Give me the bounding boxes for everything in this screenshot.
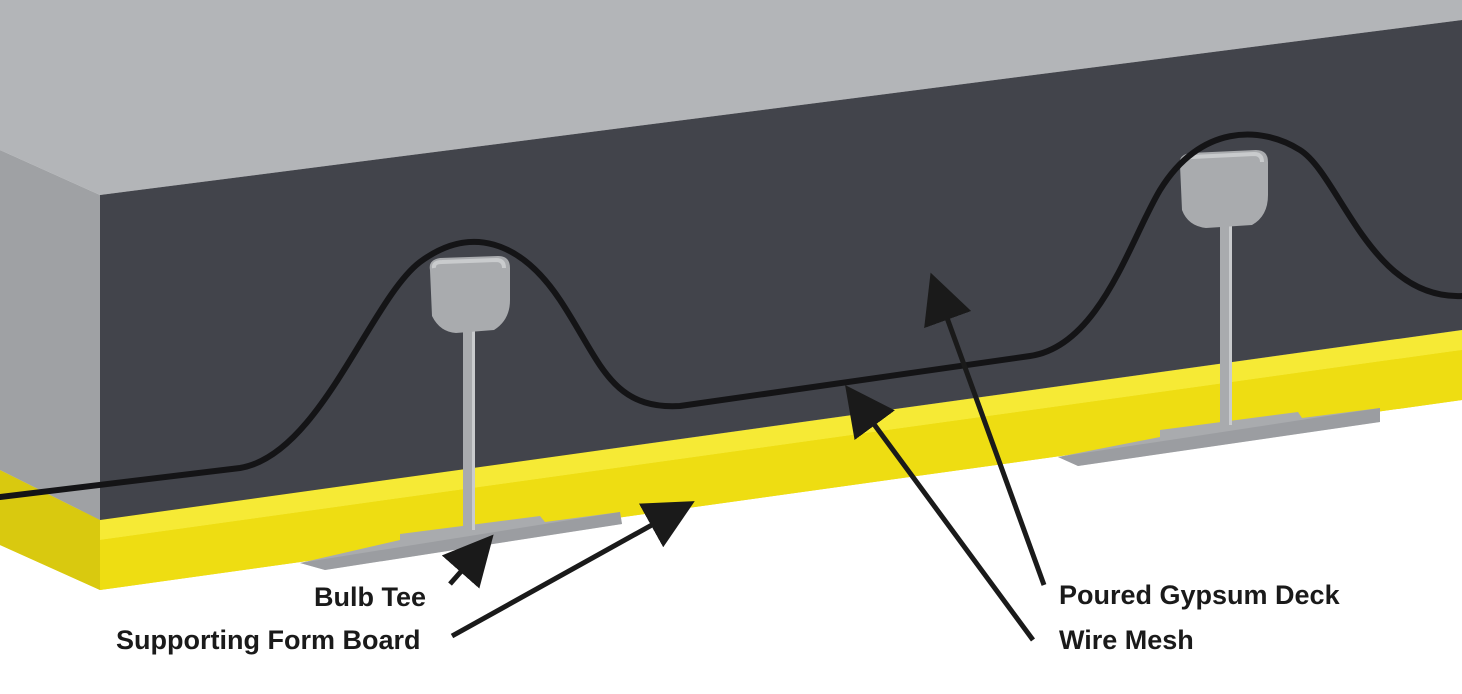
arrow-wire-mesh xyxy=(845,384,1036,642)
bulb-tee-right xyxy=(1058,150,1380,466)
wire-mesh xyxy=(0,131,1462,500)
arrow-bulb-tee xyxy=(441,534,494,589)
label-supporting-form-board: Supporting Form Board xyxy=(116,625,421,655)
deck-side-face xyxy=(0,150,100,520)
label-wire-mesh: Wire Mesh xyxy=(1059,625,1194,655)
label-poured-gypsum-deck: Poured Gypsum Deck xyxy=(1059,580,1340,610)
arrow-gypsum-deck xyxy=(924,272,1047,586)
deck-top-surface xyxy=(0,0,1462,195)
bulb-tee-left xyxy=(300,256,622,570)
arrow-form-board xyxy=(450,501,695,639)
label-bulb-tee: Bulb Tee xyxy=(314,582,427,612)
deck-front-face xyxy=(100,20,1462,520)
